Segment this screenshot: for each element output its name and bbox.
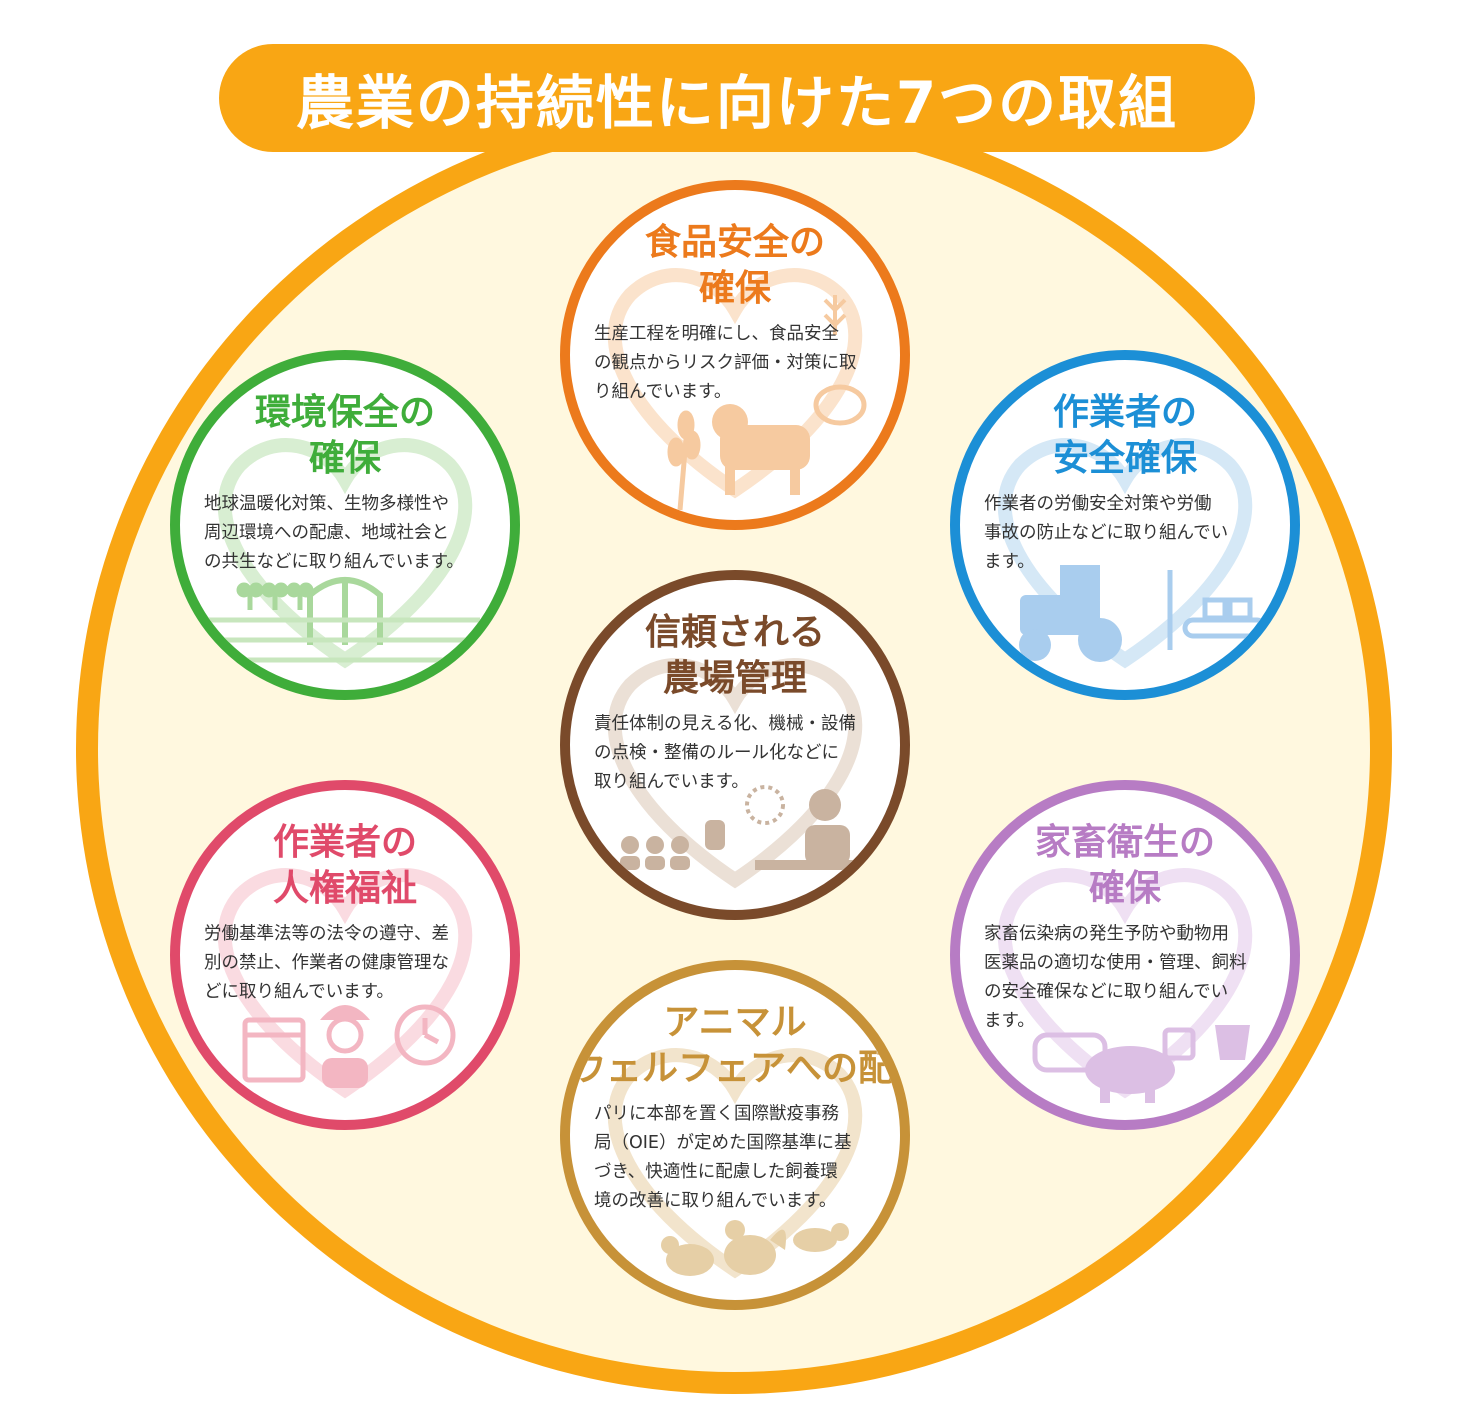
topic-heading: 環境保全の 確保 [254, 392, 435, 479]
topic-description: 生産工程を明確にし、食品安全 の観点からリスク評価・対策に取 り組んでいます。 [594, 324, 857, 402]
topic-heading: 作業者の 安全確保 [1052, 392, 1197, 479]
sprout-icon [236, 582, 314, 610]
topic-heading: 食品安全の 確保 [644, 222, 825, 309]
topic-description: パリに本部を置く国際獣疫事務 局（OIE）が定めた国際基準に基 づき、快適性に配… [594, 1104, 852, 1211]
animal-health-illustration [997, 868, 1253, 1103]
bucket-icon [1162, 1025, 1250, 1061]
topic-worker-safety: 作業者の 安全確保 作業者の労働安全対策や労働 事故の防止などに取り組んでい ま… [950, 350, 1300, 700]
topic-heading: 家畜衛生の 確保 [1034, 822, 1215, 909]
field-rows [200, 617, 480, 663]
human-illustration [217, 868, 473, 1099]
topic-description: 地球温暖化対策、生物多様性や 周辺環境への配慮、地域社会と の共生などに取り組ん… [204, 494, 464, 572]
farmer-icon [320, 1005, 370, 1088]
topic-heading: 作業者の 人権福祉 [272, 822, 417, 909]
environment-illustration [200, 438, 480, 669]
page-title: 農業の持続性に向けた7つの取組 [295, 69, 1179, 137]
topic-description: 労働基準法等の法令の遵守、差 別の禁止、作業者の健康管理な どに取り組んでいます… [204, 924, 449, 1002]
safety-illustration [997, 438, 1268, 669]
manager-icon [755, 789, 855, 870]
lemon-icon [813, 384, 867, 426]
farm-illustration [607, 658, 863, 889]
calendar-icon [242, 1017, 306, 1083]
topic-heading: 信頼される 農場管理 [644, 612, 825, 699]
food-illustration [607, 268, 867, 511]
topic-human-rights: 作業者の 人権福祉 労働基準法等の法令の遵守、差 別の禁止、作業者の健康管理な … [170, 780, 520, 1130]
topic-description: 責任体制の見える化、機械・設備 の点検・整備のルール化などに 取り組んでいます。 [594, 714, 856, 792]
title-banner: 農業の持続性に向けた7つの取組 [219, 44, 1255, 152]
clock-icon [745, 785, 785, 825]
topic-description: 作業者の労働安全対策や労働 事故の防止などに取り組んでい ます。 [984, 494, 1229, 572]
meeting-icon [620, 820, 725, 870]
topic-description: 家畜伝染病の発生予防や動物用 医薬品の適切な使用・管理、飼料 の安全確保などに取… [984, 924, 1247, 1031]
topic-farm-management: 信頼される 農場管理 責任体制の見える化、機械・設備 の点検・整備のルール化など… [560, 570, 910, 920]
conveyor-icon [1167, 570, 1268, 650]
rooster-icon [724, 1220, 786, 1275]
tractor-icon [1019, 565, 1122, 662]
wheat-icon [823, 295, 847, 335]
clock-icon [394, 1004, 456, 1066]
chicken-icon [661, 1236, 714, 1276]
topic-heading: アニマル ウェルフェアへの配慮 [570, 1002, 910, 1089]
pig-icon [1085, 1046, 1175, 1103]
topic-animal-welfare: アニマル ウェルフェアへの配慮 パリに本部を置く国際獣疫事務 局（OIE）が定め… [560, 960, 910, 1310]
cow-icon [712, 404, 810, 495]
topic-environment: 環境保全の 確保 地球温暖化対策、生物多様性や 周辺環境への配慮、地域社会と の… [170, 350, 520, 700]
wheat-icon [667, 410, 701, 511]
topic-food-safety: 食品安全の 確保 生産工程を明確にし、食品安全 の観点からリスク評価・対策に取 … [560, 180, 910, 530]
cat-icon [793, 1223, 849, 1252]
welfare-illustration [607, 1048, 863, 1279]
topic-animal-health: 家畜衛生の 確保 家畜伝染病の発生予防や動物用 医薬品の適切な使用・管理、飼料 … [950, 780, 1300, 1130]
